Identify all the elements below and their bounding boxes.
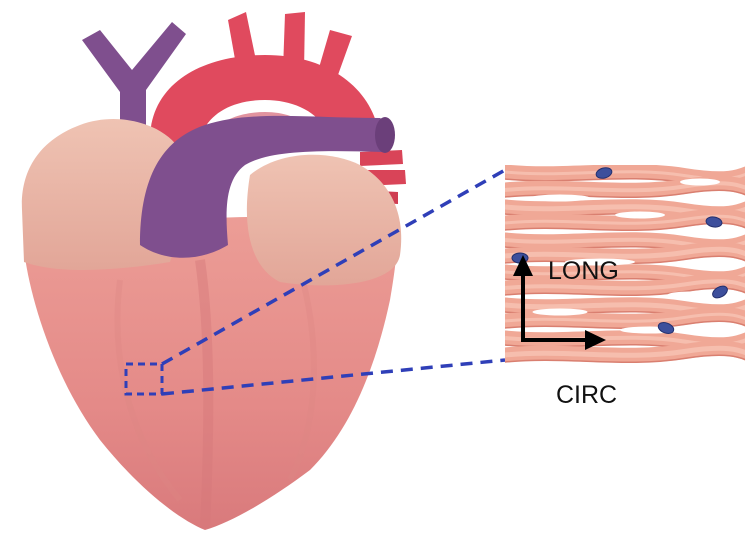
fiber-gap <box>530 195 590 202</box>
long-label: LONG <box>548 257 619 285</box>
muscle-fiber-inset <box>505 165 746 365</box>
fiber-gap <box>615 212 665 219</box>
fiber-gap <box>680 179 720 186</box>
heart-illustration <box>22 12 406 530</box>
circ-label: CIRC <box>556 381 617 409</box>
fiber-gap <box>533 309 588 316</box>
fiber-gap <box>668 292 713 299</box>
